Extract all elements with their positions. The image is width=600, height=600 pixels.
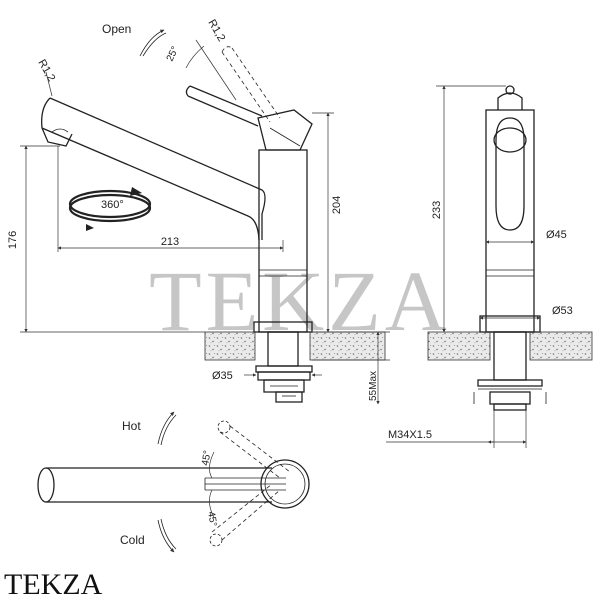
angle-45-bottom-label: 45° [205, 511, 218, 528]
dim-204: 204 [331, 196, 343, 214]
countertop-right-b [529, 331, 593, 361]
dim-233: 233 [431, 201, 443, 219]
brand-logo: TEKZA [4, 568, 103, 600]
cold-label: Cold [120, 533, 145, 547]
radius-top-label: R1,2 [205, 18, 227, 44]
front-spout [495, 117, 525, 231]
lever-handle-open [221, 46, 281, 123]
dim-176: 176 [7, 231, 19, 249]
open-arrow [139, 29, 165, 57]
dim-213: 213 [161, 236, 179, 248]
cold-handle [211, 483, 281, 541]
rotation-360-symbol: 360° [68, 187, 152, 231]
hot-label: Hot [122, 419, 141, 433]
dim-thread: M34X1.5 [388, 429, 432, 441]
dim-d35: Ø35 [212, 370, 233, 382]
watermark-text: TEKZA [149, 253, 451, 349]
front-view: 233 Ø45 Ø53 M34X1.5 [386, 85, 593, 448]
top-view: 45° 45° Hot Cold [37, 411, 310, 553]
countertop-right-a [427, 331, 491, 361]
countertop-left-a [204, 331, 256, 361]
rotation-360-label: 360° [101, 199, 124, 211]
cold-arrow [157, 519, 175, 553]
faucet-spout [41, 97, 266, 241]
lever-handle [185, 85, 263, 127]
dim-d53: Ø53 [552, 305, 573, 317]
open-label: Open [102, 22, 131, 36]
radius-left-label: R1,2 [35, 58, 57, 84]
dim-55max: 55Max [368, 371, 379, 401]
top-spout [46, 467, 272, 503]
hot-arrow [157, 411, 175, 445]
front-body [485, 109, 535, 333]
cartridge-head [257, 109, 313, 151]
countertop-left-b [309, 331, 386, 361]
angle-25-label: 25° [165, 45, 181, 63]
dim-d45: Ø45 [546, 229, 567, 241]
hot-handle [219, 425, 291, 479]
